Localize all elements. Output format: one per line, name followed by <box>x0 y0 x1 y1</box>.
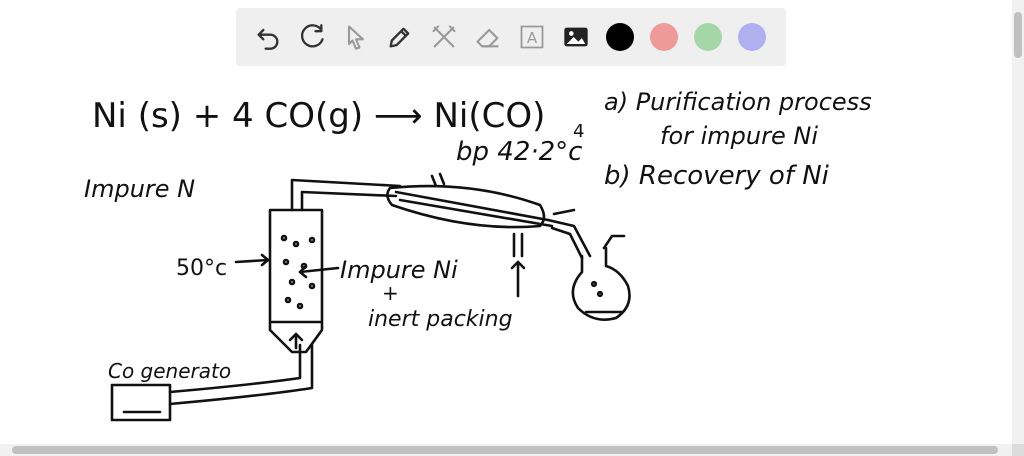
undo-icon[interactable] <box>246 15 290 59</box>
horizontal-scroll-thumb[interactable] <box>12 446 998 454</box>
horizontal-scrollbar[interactable] <box>0 444 1012 456</box>
boiling-point-label: bp 42·2°c <box>456 137 582 167</box>
select-icon[interactable] <box>334 15 378 59</box>
whiteboard-canvas[interactable]: Ni (s) + 4 CO(g) ⟶ Ni(CO) 4 a) Purificat… <box>0 0 1012 444</box>
image-icon[interactable] <box>554 15 598 59</box>
text-icon[interactable]: A <box>510 15 554 59</box>
point-a-line1: a) Purification process <box>604 88 872 116</box>
generator-label: Co generato <box>108 359 231 383</box>
tools-icon[interactable] <box>422 15 466 59</box>
eraser-icon[interactable] <box>466 15 510 59</box>
apparatus-drawing <box>110 172 631 422</box>
equation-text: Ni (s) + 4 CO(g) ⟶ Ni(CO) <box>92 96 545 136</box>
vertical-scroll-thumb[interactable] <box>1014 12 1022 58</box>
equation-subscript: 4 <box>573 121 584 142</box>
impure-label: Impure N <box>84 175 195 203</box>
point-a-line2: for impure Ni <box>660 122 818 150</box>
svg-text:A: A <box>527 29 538 47</box>
column-label-packing: inert packing <box>368 307 513 332</box>
pen-icon[interactable] <box>378 15 422 59</box>
drawing-toolbar: A <box>236 8 786 66</box>
color-red[interactable] <box>642 15 686 59</box>
scroll-corner <box>1012 444 1024 456</box>
color-blue[interactable] <box>730 15 774 59</box>
color-green[interactable] <box>686 15 730 59</box>
point-b: b) Recovery of Ni <box>604 161 830 191</box>
vertical-scrollbar[interactable] <box>1012 0 1024 444</box>
redo-icon[interactable] <box>290 15 334 59</box>
temperature-label: 50°c <box>176 256 227 281</box>
color-black[interactable] <box>598 15 642 59</box>
column-label-impure: Impure Ni <box>340 256 458 284</box>
column-label-plus: + <box>382 281 399 305</box>
